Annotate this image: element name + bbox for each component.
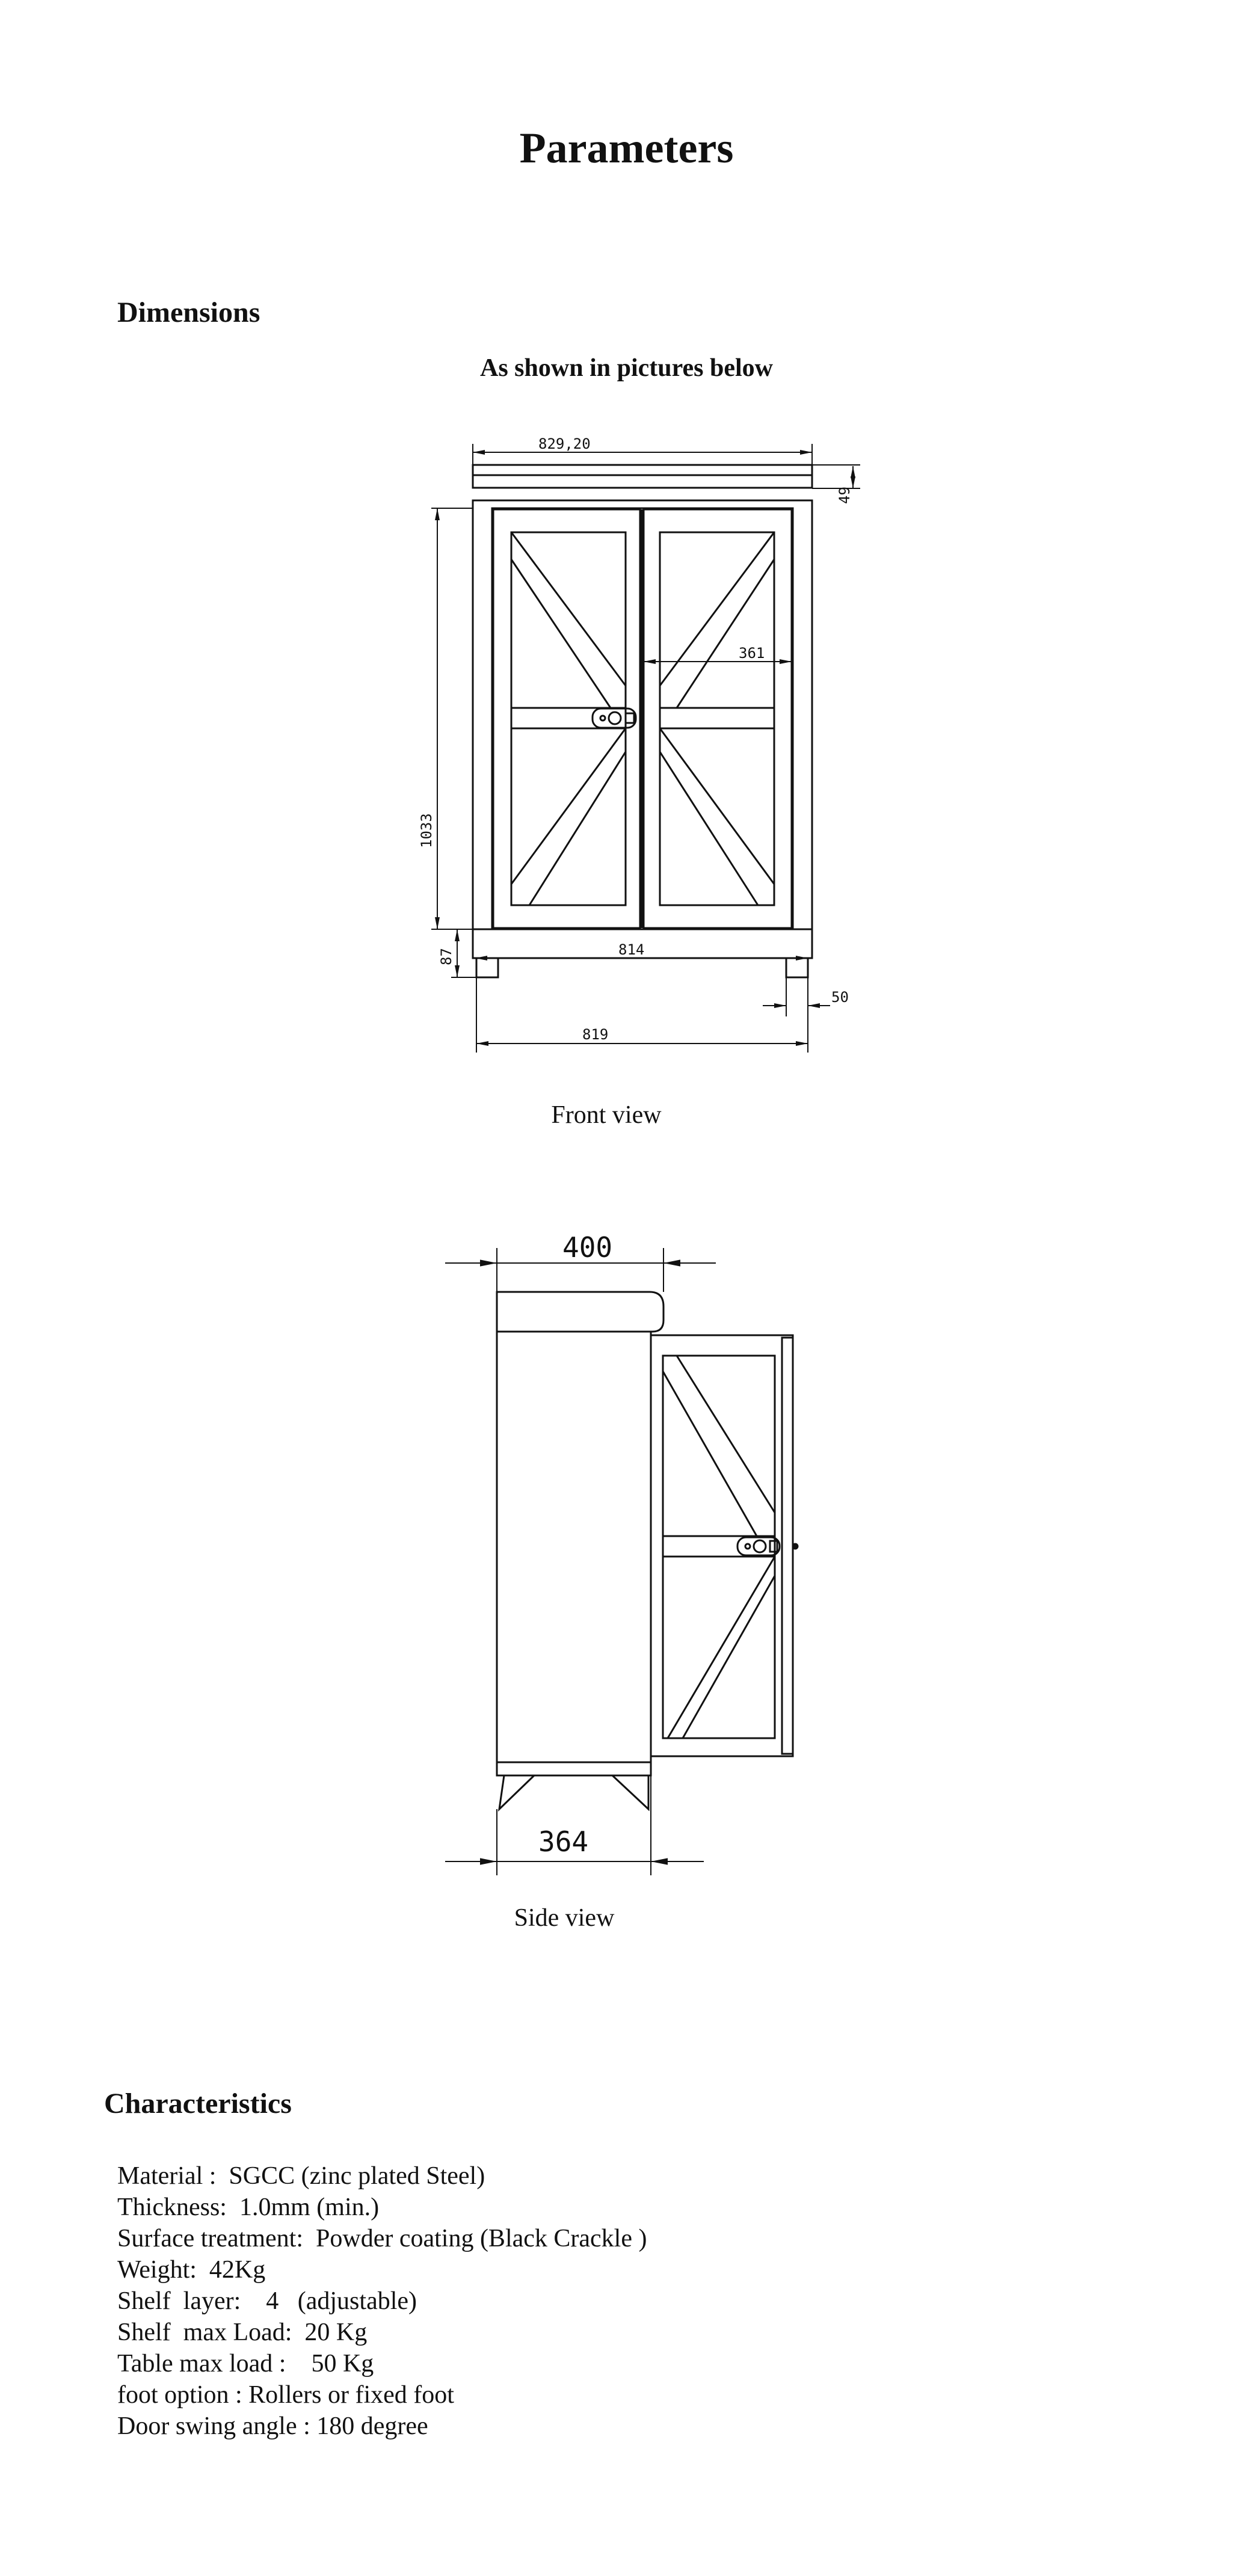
page-title: Parameters [519,124,734,172]
front-dimension-labels: 829,20 49 361 1033 87 814 50 819 [418,435,853,1043]
characteristics-heading: Characteristics [104,2088,292,2120]
front-dimension-lines [431,444,860,1053]
dimensions-subtitle: As shown in pictures below [480,354,773,382]
front-view-drawing: 829,20 49 361 1033 87 814 50 819 [418,435,860,1053]
dim-door-width: 361 [739,645,765,662]
cabinet-front-outline [472,464,813,979]
side-view-drawing: 400 364 [445,1231,799,1875]
side-dimension-lines [445,1248,716,1875]
dim-overall-width: 829,20 [538,435,591,452]
list-item: Shelf max Load: 20 Kg [117,2319,368,2346]
list-item: Surface treatment: Powder coating (Black… [117,2225,647,2252]
list-item: Shelf layer: 4 (adjustable) [117,2287,417,2315]
cabinet-side-outline [496,1291,799,1812]
list-item: Thickness: 1.0mm (min.) [117,2193,380,2221]
list-item: Door swing angle : 180 degree [117,2412,428,2440]
dim-foot-span: 819 [582,1026,608,1043]
dim-top-height: 49 [836,487,853,504]
side-dimension-labels: 400 364 [538,1231,612,1858]
list-item: Weight: 42Kg [117,2256,266,2284]
front-view-caption: Front view [551,1101,662,1129]
characteristics-list: Material : SGCC (zinc plated Steel) Thic… [117,2160,647,2442]
list-item: foot option : Rollers or fixed foot [117,2381,454,2409]
dim-top-depth: 400 [562,1231,612,1264]
dim-base-width: 814 [618,941,644,958]
side-view-caption: Side view [514,1904,615,1932]
dim-body-height: 1033 [418,813,435,848]
dim-leg-width: 50 [831,989,849,1006]
dimensions-heading: Dimensions [117,297,260,328]
list-item: Material : SGCC (zinc plated Steel) [117,2162,485,2190]
list-item: Table max load : 50 Kg [117,2350,374,2378]
dim-leg-height: 87 [438,948,455,965]
dim-base-depth: 364 [538,1825,588,1858]
